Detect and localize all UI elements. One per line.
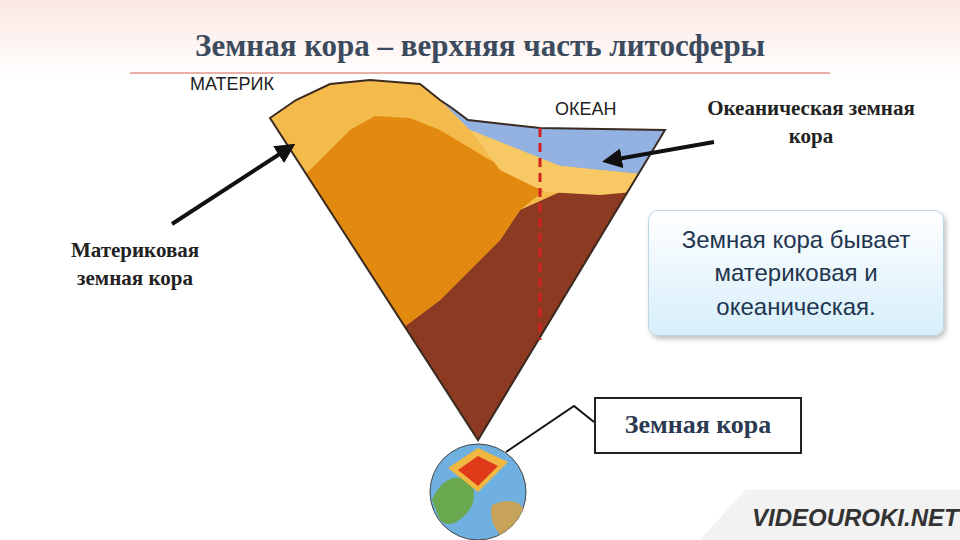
leader-arrow bbox=[606, 142, 714, 161]
region-label: ОКЕАН bbox=[555, 97, 655, 121]
leader-line bbox=[506, 406, 594, 452]
globe bbox=[430, 444, 526, 540]
region-label: МАТЕРИК bbox=[190, 72, 330, 96]
leader-arrow bbox=[172, 146, 292, 224]
node-text: Земная кора bbox=[625, 407, 772, 443]
callout-label: Материковая земная кора bbox=[40, 236, 230, 293]
info-box: Земная кора бывает материковая и океанич… bbox=[648, 210, 944, 336]
boundary-line bbox=[539, 128, 542, 340]
label-box: Земная кора bbox=[594, 397, 802, 454]
title-band bbox=[0, 0, 960, 78]
callout-label: Океаническая земная кора bbox=[706, 94, 916, 151]
watermark-band bbox=[700, 490, 960, 540]
watermark: VIDEOUROKI.NET bbox=[752, 502, 952, 534]
title: Земная кора – верхняя часть литосферы bbox=[0, 28, 960, 64]
node-text: Земная кора бывает материковая и океанич… bbox=[663, 223, 929, 324]
wedge-outline bbox=[270, 80, 665, 440]
title-rule bbox=[130, 72, 830, 74]
